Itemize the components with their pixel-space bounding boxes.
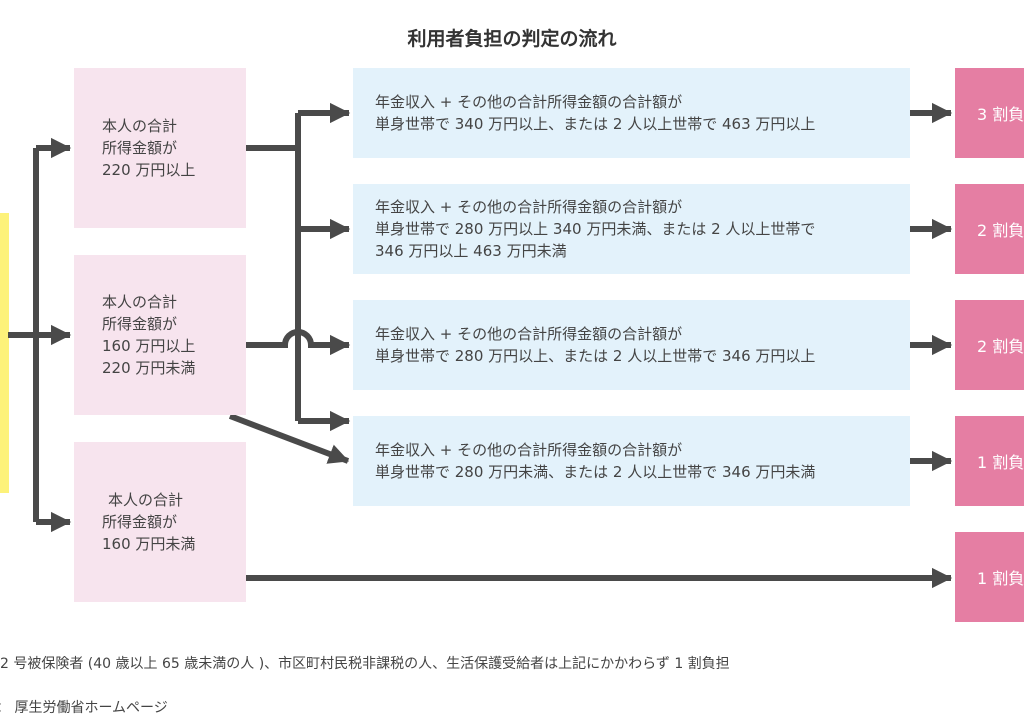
page-title: 利用者負担の判定の流れ: [407, 28, 617, 50]
box-text: 年金収入 + その他の合計所得金額の合計額が: [375, 441, 683, 459]
box-text: 本人の合計: [108, 491, 184, 509]
box-text: 年金収入 + その他の合計所得金額の合計額が: [375, 93, 683, 111]
condition-box-2wari-b: 年金収入 + その他の合計所得金額の合計額が 単身世帯で 280 万円以上、また…: [353, 300, 910, 390]
arrow: [246, 329, 351, 356]
footnote: 2 号被保険者 (40 歳以上 65 歳未満の人 )、市区町村民税非課税の人、生…: [0, 656, 730, 672]
result-box: 1 割負: [955, 532, 1024, 622]
box-text: 160 万円未満: [102, 535, 196, 553]
box-text: 160 万円以上: [102, 337, 196, 355]
start-box: [0, 213, 9, 493]
box-text: 単身世帯で 280 万円未満、または 2 人以上世帯で 346 万円未満: [375, 463, 816, 481]
result-box: 2 割負: [955, 300, 1024, 390]
box-text: 所得金額が: [102, 139, 178, 157]
result-box: 3 割負: [955, 68, 1024, 158]
box-text: 年金収入 + その他の合計所得金額の合計額が: [375, 198, 683, 216]
result-box: 2 割負: [955, 184, 1024, 274]
income-box-under-160: 本人の合計 所得金額が 160 万円未満: [74, 442, 246, 602]
income-box-220-plus: 本人の合計 所得金額が 220 万円以上: [74, 68, 246, 228]
condition-box-1wari: 年金収入 + その他の合計所得金額の合計額が 単身世帯で 280 万円未満、また…: [353, 416, 910, 506]
result-box: 1 割負: [955, 416, 1024, 506]
box-text: 本人の合計: [102, 293, 178, 311]
box-text: 単身世帯で 340 万円以上、または 2 人以上世帯で 463 万円以上: [375, 115, 816, 133]
box-text: 346 万円以上 463 万円未満: [375, 242, 567, 260]
source-note: ： 厚生労働省ホームページ: [0, 700, 168, 716]
box-text: 所得金額が: [102, 315, 178, 333]
box-text: 年金収入 + その他の合計所得金額の合計額が: [375, 325, 683, 343]
box-text: 単身世帯で 280 万円以上、または 2 人以上世帯で 346 万円以上: [375, 347, 816, 365]
box-text: 本人の合計: [102, 117, 178, 135]
box-text: 単身世帯で 280 万円以上 340 万円未満、または 2 人以上世帯で: [375, 220, 816, 238]
box-text: 所得金額が: [102, 513, 178, 531]
income-box-160-220: 本人の合計 所得金額が 160 万円以上 220 万円未満: [74, 255, 246, 415]
condition-box-2wari-a: 年金収入 + その他の合計所得金額の合計額が 単身世帯で 280 万円以上 34…: [353, 184, 910, 274]
box-text: 220 万円未満: [102, 359, 196, 377]
arrow: [228, 413, 350, 464]
box-text: 220 万円以上: [102, 161, 196, 179]
condition-box-3wari: 年金収入 + その他の合計所得金額の合計額が 単身世帯で 340 万円以上、また…: [353, 68, 910, 158]
